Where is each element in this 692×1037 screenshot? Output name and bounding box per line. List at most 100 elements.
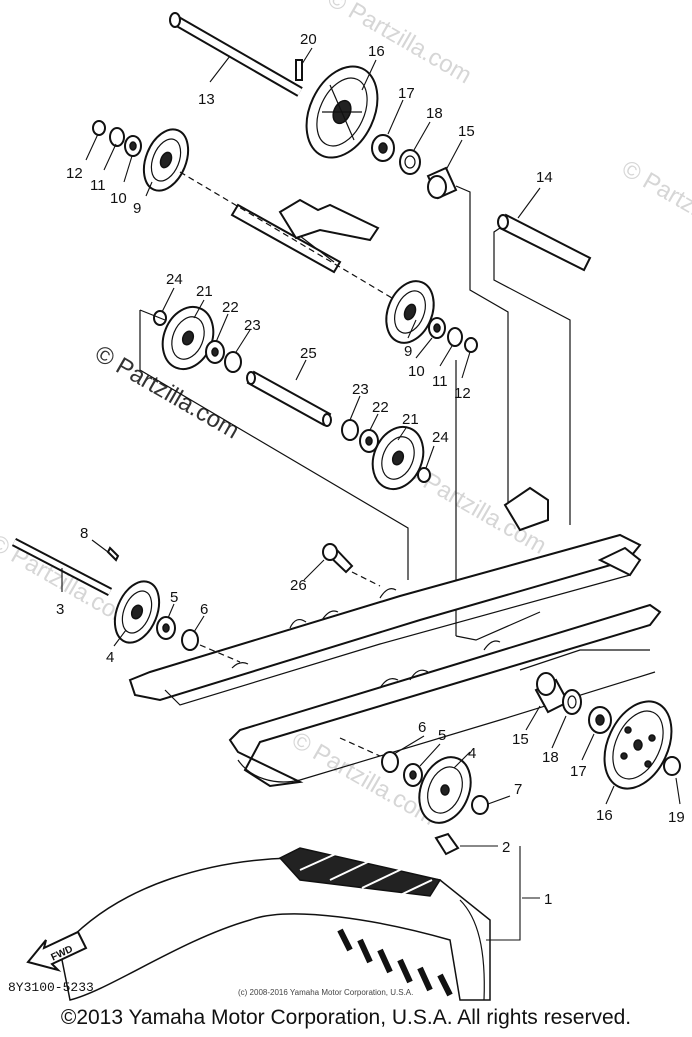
- wheel-9-top: [142, 128, 190, 192]
- label-23-right: 23: [352, 381, 369, 398]
- label-11-right: 11: [432, 373, 448, 390]
- bearing-5-rear: [403, 763, 423, 787]
- guide-line: [351, 571, 381, 587]
- label-4-front: 4: [106, 649, 114, 666]
- watermark-text: © Partzilla.com: [617, 155, 692, 259]
- label-16-top: 16: [368, 43, 385, 60]
- label-25: 25: [300, 345, 317, 362]
- washer-11-right: [447, 327, 463, 347]
- label-6-front: 6: [200, 601, 208, 618]
- guide-line: [179, 171, 393, 299]
- bearing-22-right: [359, 429, 379, 453]
- wheel-4-front: [113, 580, 161, 644]
- pin-8: [106, 546, 120, 562]
- nut-12-top: [92, 120, 106, 136]
- label-17-top: 17: [398, 85, 415, 102]
- label-15-top: 15: [458, 123, 475, 140]
- label-2: 2: [502, 839, 510, 856]
- label-12-right: 12: [454, 385, 471, 402]
- collar-23-right: [341, 419, 359, 441]
- bushing-15-top: [426, 166, 458, 200]
- shaft-14: [497, 213, 592, 272]
- label-9-top: 9: [133, 200, 141, 217]
- small-copyright: (c) 2008-2016 Yamaha Motor Corporation, …: [238, 988, 414, 997]
- label-11-top: 11: [90, 177, 106, 194]
- label-5-front: 5: [170, 589, 178, 606]
- label-22-left: 22: [222, 299, 239, 316]
- label-14: 14: [536, 169, 553, 186]
- slide-rail-frame: [128, 486, 662, 788]
- shaft-25: [246, 370, 332, 427]
- track-1: [59, 847, 491, 1001]
- label-24-right: 24: [432, 429, 449, 446]
- collar-18-rear: [562, 689, 582, 715]
- nut-24-right: [417, 467, 431, 483]
- label-7: 7: [514, 781, 522, 798]
- wheel-4-rear: [418, 756, 472, 824]
- guide-line: [493, 227, 571, 525]
- clip-2: [434, 832, 460, 856]
- label-17-rear: 17: [570, 763, 587, 780]
- label-18-rear: 18: [542, 749, 559, 766]
- nut-7: [471, 795, 489, 815]
- label-23-left: 23: [244, 317, 261, 334]
- diagram-code: 8Y3100-5233: [8, 980, 94, 995]
- nut-12-right: [464, 337, 478, 353]
- leader-lines: [61, 47, 681, 941]
- label-18-top: 18: [426, 105, 443, 122]
- label-3: 3: [56, 601, 64, 618]
- center-arm: [230, 198, 380, 274]
- collar-6-rear: [381, 751, 399, 773]
- guide-line: [519, 649, 650, 671]
- bushing-15-rear: [534, 672, 570, 714]
- wheel-16-rear: [603, 700, 673, 790]
- copyright-notice: ©2013 Yamaha Motor Corporation, U.S.A. A…: [60, 1006, 632, 1029]
- guide-line: [199, 644, 241, 663]
- part-labels: 13 20 16 17 18 15 14 12 11 10 9 24 21 22…: [56, 31, 685, 908]
- label-8: 8: [80, 525, 88, 542]
- guide-line: [455, 185, 509, 505]
- label-19: 19: [668, 809, 685, 826]
- bearing-17-rear: [588, 706, 612, 734]
- collar-18-top: [399, 149, 421, 175]
- guide-line: [339, 737, 381, 757]
- shaft-3: [11, 538, 113, 596]
- bearing-17-top: [371, 134, 395, 162]
- label-1: 1: [544, 891, 552, 908]
- wheel-9-right: [385, 280, 435, 344]
- label-15-rear: 15: [512, 731, 529, 748]
- label-20: 20: [300, 31, 317, 48]
- pin-20: [295, 59, 303, 81]
- label-4-rear: 4: [468, 745, 476, 762]
- bearing-10-right: [428, 317, 446, 339]
- guide-line: [139, 310, 409, 580]
- label-24-left: 24: [166, 271, 183, 288]
- label-9-right: 9: [404, 343, 412, 360]
- label-16-rear: 16: [596, 807, 613, 824]
- cap-19: [663, 756, 681, 776]
- collar-6-front: [181, 629, 199, 651]
- label-21-right: 21: [402, 411, 419, 428]
- wheel-21-right: [371, 425, 425, 491]
- shaft-13: [169, 12, 303, 97]
- wheel-16-top: [305, 65, 379, 159]
- bearing-10-top: [124, 135, 142, 157]
- label-5-rear: 5: [438, 727, 446, 744]
- bearing-22-left: [205, 340, 225, 364]
- bearing-5-front: [156, 616, 176, 640]
- fwd-arrow: FWD: [26, 930, 88, 972]
- label-10-top: 10: [110, 190, 127, 207]
- collar-23-left: [224, 351, 242, 373]
- label-10-right: 10: [408, 363, 425, 380]
- label-13: 13: [198, 91, 215, 108]
- label-12-top: 12: [66, 165, 83, 182]
- label-21-left: 21: [196, 283, 213, 300]
- label-6-rear: 6: [418, 719, 426, 736]
- washer-11-top: [109, 127, 125, 147]
- label-22-right: 22: [372, 399, 389, 416]
- guide-line: [139, 309, 166, 321]
- label-26: 26: [290, 577, 307, 594]
- bolt-26: [322, 543, 354, 574]
- wheel-21-left: [161, 305, 215, 371]
